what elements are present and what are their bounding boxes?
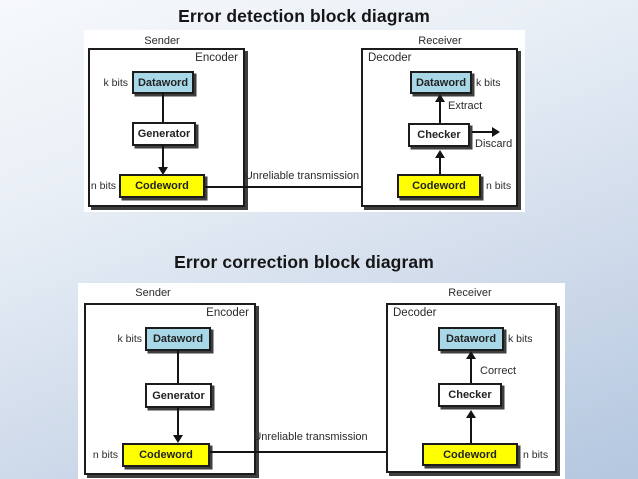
detection-nbits-receiver-label: n bits bbox=[486, 180, 512, 192]
detection-transmission-line bbox=[205, 186, 389, 188]
detection-codeword-sender-box: Codeword bbox=[119, 174, 205, 198]
correction-codeword-receiver-box: Codeword bbox=[422, 443, 518, 466]
correction-arrowhead-up-icon bbox=[466, 351, 476, 359]
detection-discard-arrowhead-icon bbox=[492, 127, 500, 137]
detection-connector-codeword-checker bbox=[439, 157, 441, 174]
detection-connector-dataword-generator bbox=[162, 93, 164, 123]
detection-arrowhead-down-icon bbox=[158, 167, 168, 175]
detection-discard-label: Discard bbox=[475, 138, 513, 150]
detection-generator-box: Generator bbox=[132, 122, 196, 146]
detection-connector-checker-dataword bbox=[439, 101, 441, 123]
correction-receiver-label: Receiver bbox=[448, 287, 492, 299]
detection-checker-box: Checker bbox=[408, 123, 470, 147]
detection-title: Error detection block diagram bbox=[178, 6, 430, 26]
correction-sender-label: Sender bbox=[135, 287, 171, 299]
correction-correct-label: Correct bbox=[480, 365, 517, 377]
correction-transmission-line bbox=[210, 451, 412, 453]
correction-nbits-receiver-label: n bits bbox=[523, 448, 549, 461]
correction-connector-generator-codeword bbox=[177, 407, 179, 436]
correction-connector-dataword-generator bbox=[177, 350, 179, 383]
detection-kbits-receiver-label: k bits bbox=[476, 76, 501, 89]
correction-decoder-label: Decoder bbox=[393, 307, 437, 319]
correction-connector-codeword-checker bbox=[470, 417, 472, 443]
detection-nbits-sender-label: n bits bbox=[90, 180, 116, 192]
detection-arrowhead-up2-icon bbox=[435, 150, 445, 158]
correction-checker-box: Checker bbox=[438, 383, 502, 407]
detection-dataword-receiver-box: Dataword bbox=[410, 71, 472, 94]
correction-encoder-label: Encoder bbox=[206, 307, 249, 319]
detection-discard-line bbox=[472, 131, 493, 133]
correction-dataword-sender-box: Dataword bbox=[145, 327, 211, 351]
detection-receiver-label: Receiver bbox=[418, 35, 462, 47]
detection-codeword-receiver-box: Codeword bbox=[397, 174, 481, 198]
correction-arrowhead-down-icon bbox=[173, 435, 183, 443]
correction-generator-box: Generator bbox=[145, 383, 212, 408]
correction-kbits-receiver-label: k bits bbox=[508, 333, 533, 345]
detection-kbits-sender-label: k bits bbox=[103, 76, 128, 89]
correction-dataword-receiver-box: Dataword bbox=[438, 327, 504, 351]
detection-decoder-label: Decoder bbox=[368, 52, 412, 64]
correction-diagram-panel: Sender Receiver Encoder k bits Dataword … bbox=[78, 283, 565, 479]
detection-diagram-panel: Sender Receiver Encoder k bits Dataword … bbox=[84, 30, 525, 212]
detection-encoder-label: Encoder bbox=[195, 52, 238, 64]
detection-sender-label: Sender bbox=[144, 35, 180, 47]
detection-dataword-sender-box: Dataword bbox=[132, 71, 194, 94]
detection-connector-generator-codeword bbox=[162, 145, 164, 168]
detection-arrowhead-up-icon bbox=[435, 94, 445, 102]
correction-connector-checker-dataword bbox=[470, 358, 472, 383]
detection-transmission-label: Unreliable transmission bbox=[244, 170, 360, 182]
correction-kbits-sender-label: k bits bbox=[117, 333, 142, 345]
correction-arrowhead-up2-icon bbox=[466, 410, 476, 418]
correction-transmission-label: Unreliable transmission bbox=[253, 431, 368, 443]
detection-extract-label: Extract bbox=[448, 100, 483, 112]
correction-nbits-sender-label: n bits bbox=[92, 449, 118, 461]
correction-title: Error correction block diagram bbox=[174, 252, 434, 272]
correction-codeword-sender-box: Codeword bbox=[122, 443, 210, 467]
